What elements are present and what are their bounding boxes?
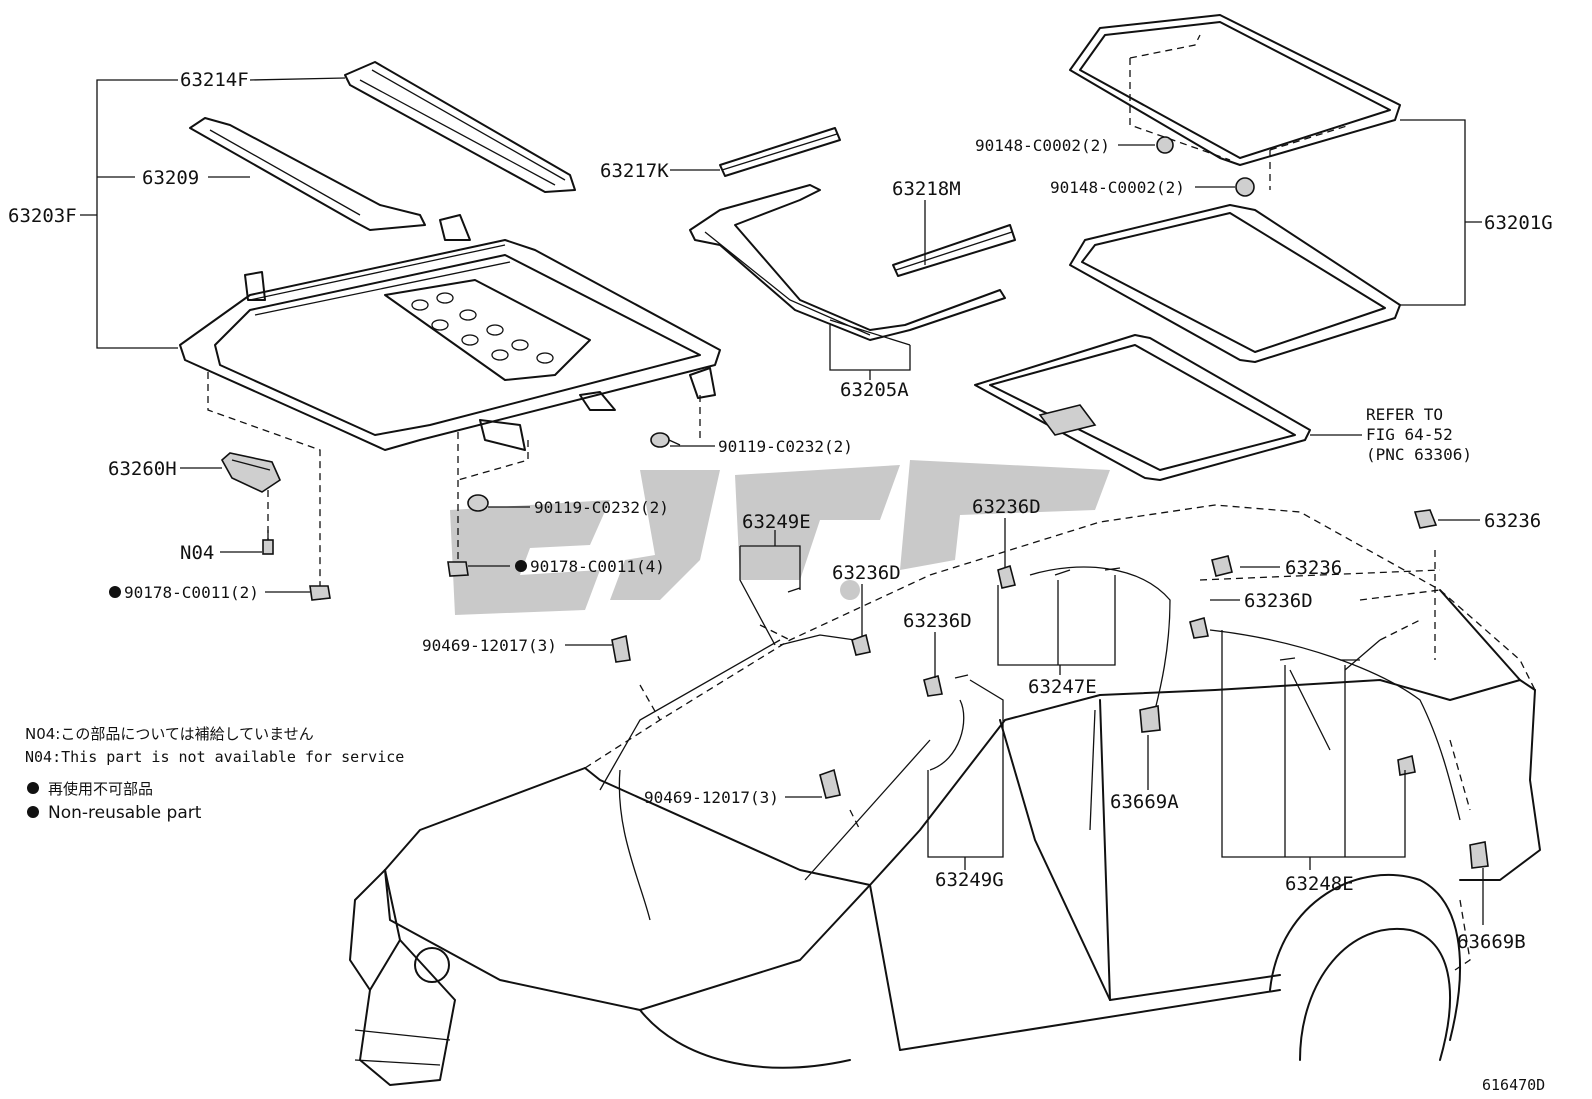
label-90178-b: 90178-C0011(2) (124, 583, 259, 602)
label-63201G: 63201G (1484, 212, 1553, 234)
part-labels: 63214F 63209 63203F 63217K 63218M 63205A… (8, 69, 1553, 1094)
figure-id: 616470D (1482, 1076, 1545, 1094)
label-63249G: 63249G (935, 869, 1004, 891)
vehicle-outline (349, 504, 1541, 1086)
note-nr-jp: 再使用不可部品 (48, 780, 153, 798)
label-90119-b: 90119-C0232(2) (534, 498, 669, 517)
label-63236D-4: 63236D (1244, 590, 1313, 612)
label-63209: 63209 (142, 167, 199, 189)
watermark-logo (450, 460, 1110, 615)
label-63205A: 63205A (840, 379, 909, 401)
non-reusable-dot (515, 560, 527, 572)
label-63248E: 63248E (1285, 873, 1354, 895)
label-63236-2: 63236 (1285, 557, 1342, 579)
note-n04-jp: N04:この部品については補給していません (25, 725, 314, 743)
guide-rails-center (689, 127, 1016, 346)
label-63236D-3: 63236D (903, 610, 972, 632)
non-reusable-dot (109, 586, 121, 598)
legend-notes: N04:この部品については補給していません N04:This part is n… (25, 725, 404, 823)
sunroof-frame-assembly (179, 61, 721, 493)
fasteners-left (262, 136, 1255, 601)
label-refer-fig: FIG 64-52 (1366, 425, 1453, 444)
label-63236D-2: 63236D (832, 562, 901, 584)
label-90119-a: 90119-C0232(2) (718, 437, 853, 456)
bullet-icon (27, 782, 39, 794)
label-90469-b: 90469-12017(3) (644, 788, 779, 807)
label-63669A: 63669A (1110, 791, 1179, 813)
label-refer-pnc: (PNC 63306) (1366, 445, 1472, 464)
label-63260H: 63260H (108, 458, 177, 480)
label-N04: N04 (180, 542, 214, 564)
label-63669B: 63669B (1457, 931, 1526, 953)
note-nr-en: Non-reusable part (48, 803, 202, 823)
label-63236D-1: 63236D (972, 496, 1041, 518)
label-refer-to: REFER TO (1366, 405, 1443, 424)
label-63249E: 63249E (742, 511, 811, 533)
label-63203F: 63203F (8, 205, 77, 227)
drain-hoses (611, 509, 1489, 921)
glass-panels-right (974, 14, 1401, 481)
label-63236-1: 63236 (1484, 510, 1541, 532)
label-90148-b: 90148-C0002(2) (1050, 178, 1185, 197)
label-63247E: 63247E (1028, 676, 1097, 698)
label-63217K: 63217K (600, 160, 669, 182)
label-63214F: 63214F (180, 69, 249, 91)
label-90178-a: 90178-C0011(4) (530, 557, 665, 576)
note-n04-en: N04:This part is not available for servi… (25, 748, 404, 766)
label-90469-a: 90469-12017(3) (422, 636, 557, 655)
leader-lines (80, 77, 1484, 925)
bullet-icon (27, 806, 39, 818)
label-90148-a: 90148-C0002(2) (975, 136, 1110, 155)
label-63218M: 63218M (892, 178, 961, 200)
